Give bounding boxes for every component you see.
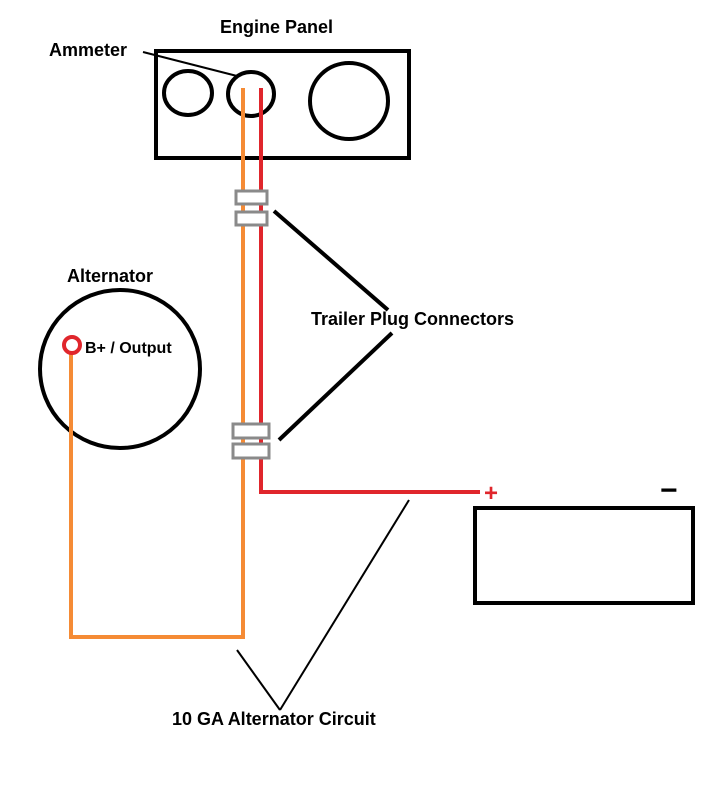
output-label: B+ / Output [85,340,172,357]
engine-panel-box [154,49,411,160]
ammeter-label: Ammeter [49,40,127,60]
battery-negative-label: − [660,474,678,507]
circuit-label: 10 GA Alternator Circuit [172,709,376,729]
ammeter-leader [142,51,238,77]
output-terminal [62,335,82,355]
panel-gauge-left [162,69,214,117]
engine-panel-label: Engine Panel [220,17,333,37]
trailer-leader-upper [272,209,390,312]
trailer-plug-label: Trailer Plug Connectors [311,309,514,329]
positive-wire [259,88,480,494]
alternator-label: Alternator [67,266,153,286]
circuit-leader-right [279,499,410,711]
panel-gauge-right [308,61,390,141]
battery-box [473,506,695,605]
alternator-body [38,288,202,450]
trailer-plug-lower [231,422,271,460]
battery-positive-label: + [484,480,498,507]
ammeter-gauge [226,70,276,118]
alternator-wire [69,88,245,639]
circuit-leader-left [236,649,281,711]
trailer-plug-upper [234,189,269,227]
trailer-leader-lower [277,331,394,442]
